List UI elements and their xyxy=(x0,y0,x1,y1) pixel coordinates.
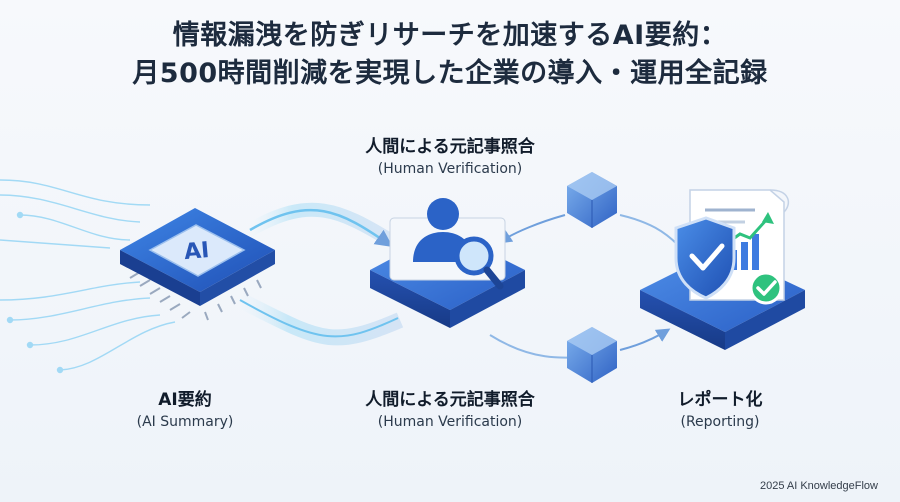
label-jp: 人間による元記事照合 xyxy=(365,390,535,410)
label-en: (AI Summary) xyxy=(136,414,234,430)
label-reporting: レポート化 (Reporting) xyxy=(640,388,800,432)
footer-credit: 2025 AI KnowledgeFlow xyxy=(759,480,878,492)
title-line-1: 情報漏洩を防ぎリサーチを加速するAI要約： xyxy=(172,20,728,51)
title-line-2: 月500時間削減を実現した企業の導入・運用全記録 xyxy=(132,58,768,89)
reporting-platform xyxy=(640,189,805,350)
ai-chip: AI xyxy=(120,208,275,321)
label-jp: 人間による元記事照合 xyxy=(365,137,535,157)
verification-platform xyxy=(370,198,525,328)
person-icon xyxy=(413,198,473,262)
label-jp: AI要約 xyxy=(158,390,212,410)
label-jp: レポート化 xyxy=(677,390,763,410)
gem-icon-top xyxy=(567,172,617,228)
magnifier-icon xyxy=(454,236,504,290)
circuit-traces xyxy=(0,179,176,374)
check-badge-icon xyxy=(749,271,783,305)
label-ai-summary: AI要約 (AI Summary) xyxy=(110,388,260,432)
label-en: (Human Verification) xyxy=(377,161,523,177)
label-en: (Reporting) xyxy=(680,414,760,430)
chip-label: AI xyxy=(183,238,210,265)
label-human-verification-top: 人間による元記事照合 (Human Verification) xyxy=(340,135,560,179)
shield-icon xyxy=(674,216,736,300)
gem-icon-bottom xyxy=(567,327,617,383)
flow-ribbons xyxy=(236,202,679,359)
label-human-verification-bottom: 人間による元記事照合 (Human Verification) xyxy=(340,388,560,432)
label-en: (Human Verification) xyxy=(377,414,523,430)
